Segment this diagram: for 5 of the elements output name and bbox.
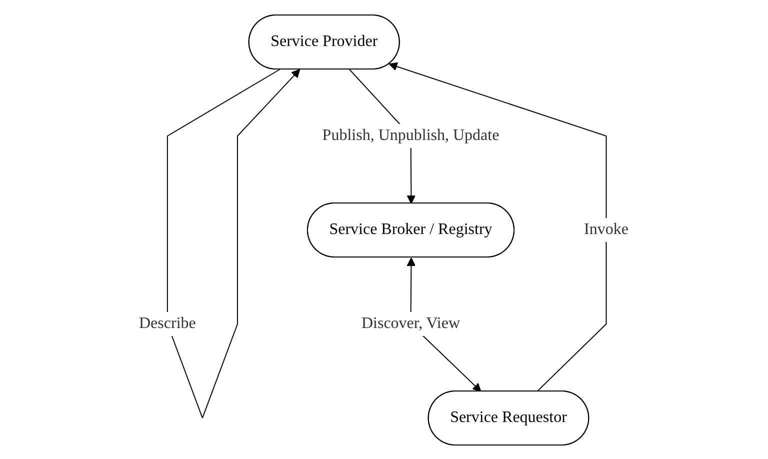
edge-label: Describe [139,314,196,332]
edge-label: Publish, Unpublish, Update [322,126,500,144]
arrow [167,68,300,418]
edge-label: Discover, View [362,314,460,332]
edge-label: Invoke [584,220,629,238]
